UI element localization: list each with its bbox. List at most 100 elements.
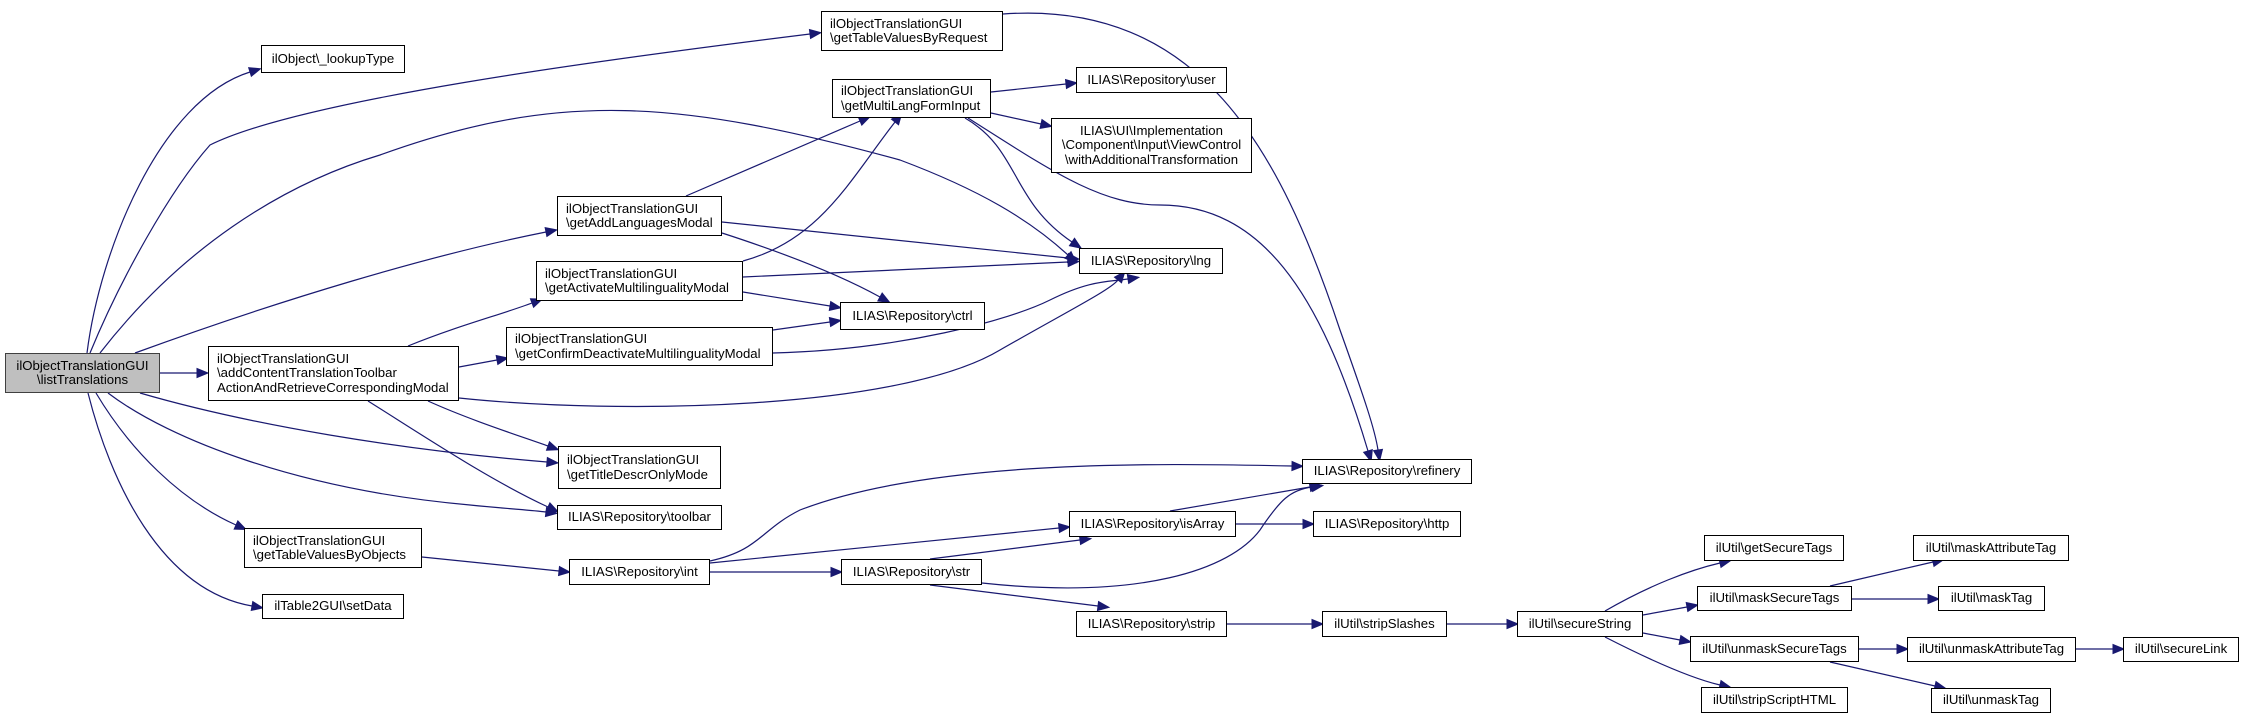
node-repo-str[interactable]: ILIAS\Repository\str: [841, 559, 982, 585]
edge-listTranslations-to-getTableValuesByRequest: [89, 33, 811, 354]
node-repo-is-array[interactable]: ILIAS\Repository\isArray: [1069, 511, 1236, 537]
arrowhead-icon: [877, 292, 891, 303]
arrowhead-icon: [250, 600, 265, 612]
edge-getTableValuesByObjects-to-repoInt: [421, 556, 560, 572]
edge-getActivateMultilingualityModal-to-repoLng: [742, 261, 1069, 278]
arrowhead-icon: [830, 566, 844, 578]
edge-getMultiLangFormInput-to-repoUser: [990, 83, 1067, 93]
arrowhead-icon: [808, 28, 823, 40]
arrowhead-icon: [1362, 449, 1373, 463]
edge-getAddLanguagesModal-to-repoLng: [721, 221, 1069, 259]
node-get-title-descr-only-mode[interactable]: ilObjectTranslationGUI \getTitleDescrOnl…: [558, 446, 721, 489]
edge-getActivateMultilingualityModal-to-getMultiLangFormInput: [742, 121, 896, 262]
edge-listTranslations-to-getTitleDescrOnlyMode: [139, 392, 548, 463]
node-add-content-translation-toolbar[interactable]: ilObjectTranslationGUI \addContentTransl…: [208, 346, 459, 401]
node-get-add-languages-modal[interactable]: ilObjectTranslationGUI \getAddLanguagesM…: [557, 196, 722, 236]
arrowhead-icon: [1068, 237, 1083, 249]
node-repo-toolbar[interactable]: ILIAS\Repository\toolbar: [557, 505, 722, 530]
edge-getMultiLangFormInput-to-withAdditionalTransformation: [990, 112, 1042, 125]
arrowhead-icon: [1078, 534, 1093, 546]
edge-getTableValuesByRequest-to-repoRefinery: [1002, 12, 1379, 451]
arrowhead-icon: [828, 316, 843, 328]
node-repo-http[interactable]: ILIAS\Repository\http: [1313, 511, 1461, 537]
arrowhead-icon: [1126, 273, 1141, 285]
node-strip-script-html[interactable]: ilUtil\stripScriptHTML: [1701, 687, 1848, 713]
edge-secureString-to-stripScriptHTML: [1604, 636, 1721, 686]
edge-addContentTranslationToolbar-to-repoToolbar: [367, 400, 549, 508]
arrowhead-icon: [495, 354, 510, 366]
arrowhead-icon: [1067, 256, 1081, 268]
node-get-activate-multilinguality-modal[interactable]: ilObjectTranslationGUI \getActivateMulti…: [536, 261, 743, 301]
edge-addContentTranslationToolbar-to-getTitleDescrOnlyMode: [427, 400, 549, 447]
arrowhead-icon: [2112, 643, 2126, 655]
edge-repoStr-to-repoRefinery: [981, 486, 1313, 589]
edge-repoInt-to-repoRefinery: [709, 463, 1293, 562]
node-get-multi-lang-form-input[interactable]: ilObjectTranslationGUI \getMultiLangForm…: [832, 79, 991, 118]
edge-getConfirmDeactivateMultilingualityModal-to-repoCtrl: [772, 321, 831, 331]
arrowhead-icon: [1291, 460, 1305, 472]
edge-listTranslations-to-repoToolbar: [107, 392, 547, 513]
node-unmask-attribute-tag[interactable]: ilUtil\unmaskAttributeTag: [1907, 637, 2076, 662]
edge-addContentTranslationToolbar-to-getConfirmDeactivateMultilingualityModal: [458, 359, 498, 368]
arrowhead-icon: [1506, 618, 1520, 630]
node-get-table-values-by-request[interactable]: ilObjectTranslationGUI \getTableValuesBy…: [821, 11, 1003, 51]
arrowhead-icon: [1302, 518, 1316, 530]
node-with-additional-transformation[interactable]: ILIAS\UI\Implementation \Component\Input…: [1051, 118, 1252, 173]
node-set-data[interactable]: ilTable2GUI\setData: [262, 594, 404, 619]
arrowhead-icon: [247, 67, 262, 78]
node-unmask-tag[interactable]: ilUtil\unmaskTag: [1931, 688, 2051, 713]
edge-repoInt-to-repoIsArray: [709, 527, 1060, 564]
node-mask-secure-tags[interactable]: ilUtil\maskSecureTags: [1697, 586, 1852, 611]
node-repo-strip[interactable]: ILIAS\Repository\strip: [1076, 611, 1227, 637]
edge-listTranslations-to-lookupType: [86, 71, 251, 354]
arrowhead-icon: [1096, 600, 1111, 612]
arrowhead-icon: [1685, 601, 1700, 613]
edge-secureString-to-getSecureTags: [1604, 562, 1721, 612]
edge-addContentTranslationToolbar-to-repoLng: [458, 279, 1119, 408]
node-secure-string[interactable]: ilUtil\secureString: [1517, 611, 1643, 637]
arrowhead-icon: [1311, 618, 1325, 630]
edge-listTranslations-to-getAddLanguagesModal: [134, 231, 547, 354]
edge-getAddLanguagesModal-to-getMultiLangFormInput: [685, 120, 861, 197]
node-get-confirm-deactivate-multilinguality-modal[interactable]: ilObjectTranslationGUI \getConfirmDeacti…: [506, 327, 773, 366]
arrowhead-icon: [1310, 481, 1325, 493]
edge-listTranslations-to-repoLng: [99, 109, 1069, 354]
node-repo-lng[interactable]: ILIAS\Repository\lng: [1079, 248, 1223, 274]
node-repo-ctrl[interactable]: ILIAS\Repository\ctrl: [840, 302, 985, 330]
edge-repoStr-to-repoStrip: [929, 584, 1099, 607]
arrowhead-icon: [196, 367, 210, 379]
arrowhead-icon: [544, 226, 559, 238]
arrowhead-icon: [545, 440, 560, 451]
node-list-translations[interactable]: ilObjectTranslationGUI \listTranslations: [5, 353, 160, 393]
node-mask-tag[interactable]: ilUtil\maskTag: [1938, 586, 2045, 611]
node-repo-int[interactable]: ILIAS\Repository\int: [569, 559, 710, 585]
arrowhead-icon: [1372, 448, 1384, 463]
edge-getActivateMultilingualityModal-to-repoCtrl: [742, 291, 831, 307]
node-repo-refinery[interactable]: ILIAS\Repository\refinery: [1302, 459, 1472, 484]
edge-listTranslations-to-getTableValuesByObjects: [95, 392, 237, 526]
edge-getMultiLangFormInput-to-repoLng: [964, 117, 1073, 243]
node-strip-slashes[interactable]: ilUtil\stripSlashes: [1322, 611, 1447, 637]
edge-unmaskSecureTags-to-unmaskTag: [1829, 661, 1936, 687]
arrowhead-icon: [233, 520, 248, 531]
node-repo-user[interactable]: ILIAS\Repository\user: [1076, 67, 1227, 93]
node-get-secure-tags[interactable]: ilUtil\getSecureTags: [1704, 535, 1844, 561]
node-lookup-type[interactable]: ilObject\_lookupType: [261, 45, 405, 73]
edge-secureString-to-unmaskSecureTags: [1642, 632, 1681, 641]
edge-repoIsArray-to-repoRefinery: [1169, 486, 1311, 512]
node-unmask-secure-tags[interactable]: ilUtil\unmaskSecureTags: [1690, 636, 1859, 662]
node-get-table-values-by-objects[interactable]: ilObjectTranslationGUI \getTableValuesBy…: [244, 528, 422, 568]
edge-getMultiLangFormInput-to-repoRefinery: [967, 117, 1369, 452]
arrowhead-icon: [1896, 643, 1910, 655]
node-secure-link[interactable]: ilUtil\secureLink: [2123, 637, 2239, 662]
node-mask-attribute-tag[interactable]: ilUtil\maskAttributeTag: [1913, 535, 2069, 561]
edge-secureString-to-maskSecureTags: [1642, 606, 1688, 616]
arrowhead-icon: [1057, 522, 1072, 534]
arrowhead-icon: [1039, 118, 1054, 130]
arrowhead-icon: [1927, 593, 1941, 605]
edge-getAddLanguagesModal-to-repoCtrl: [721, 232, 881, 298]
arrowhead-icon: [546, 456, 560, 468]
arrowhead-icon: [1064, 78, 1079, 90]
